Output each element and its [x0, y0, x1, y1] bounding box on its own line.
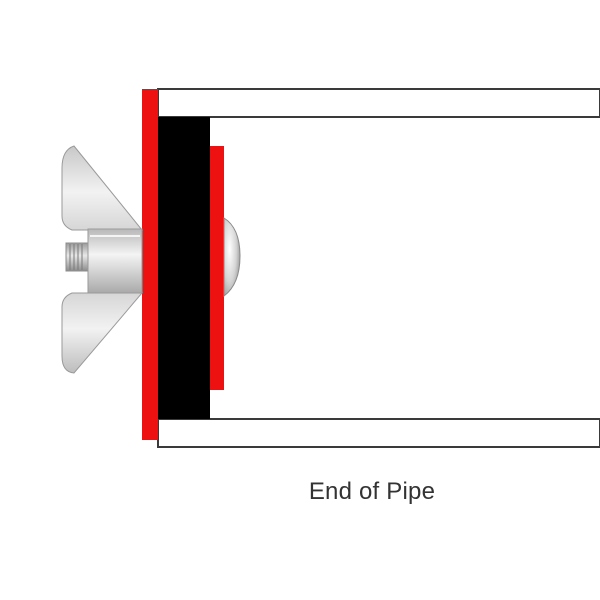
- outer-red-gasket: [142, 89, 158, 440]
- bolt-dome-head: [223, 217, 241, 298]
- pipe-bottom-wall: [157, 418, 600, 448]
- wing-nut-bottom-wing: [61, 292, 144, 374]
- black-rubber-plug: [158, 117, 210, 419]
- wing-nut: [61, 145, 144, 374]
- pipe-section: [157, 88, 600, 448]
- wing-nut-hub: [87, 228, 143, 294]
- pipe-top-wall: [157, 88, 600, 118]
- threaded-bolt-shaft: [65, 242, 89, 272]
- diagram-caption: End of Pipe: [308, 478, 436, 505]
- wing-nut-top-wing: [61, 145, 144, 231]
- inner-red-washer: [210, 146, 224, 390]
